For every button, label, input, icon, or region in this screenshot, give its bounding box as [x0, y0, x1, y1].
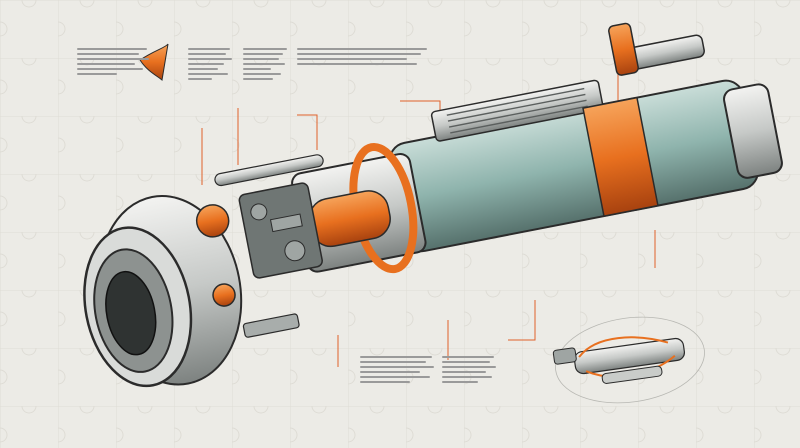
radiator-fins [430, 79, 604, 142]
handle-knob [608, 22, 639, 76]
front-knob [212, 283, 236, 307]
annotation-body [442, 356, 497, 386]
rear-cap [723, 83, 783, 179]
annotation-body [297, 48, 432, 68]
orange-band [582, 96, 659, 217]
annotation-body [77, 48, 152, 78]
cannon-assembly [83, 22, 783, 388]
mechanism-block [238, 182, 323, 279]
lower-bracket [242, 313, 300, 338]
orange-swoosh [139, 43, 169, 81]
annotation-body [360, 356, 435, 386]
inset-sketch [552, 316, 705, 404]
annotation-body [188, 48, 233, 83]
top-pipe [214, 154, 324, 187]
annotation-body [243, 48, 288, 83]
front-gear [195, 204, 230, 238]
muzzle-opening [105, 270, 157, 356]
